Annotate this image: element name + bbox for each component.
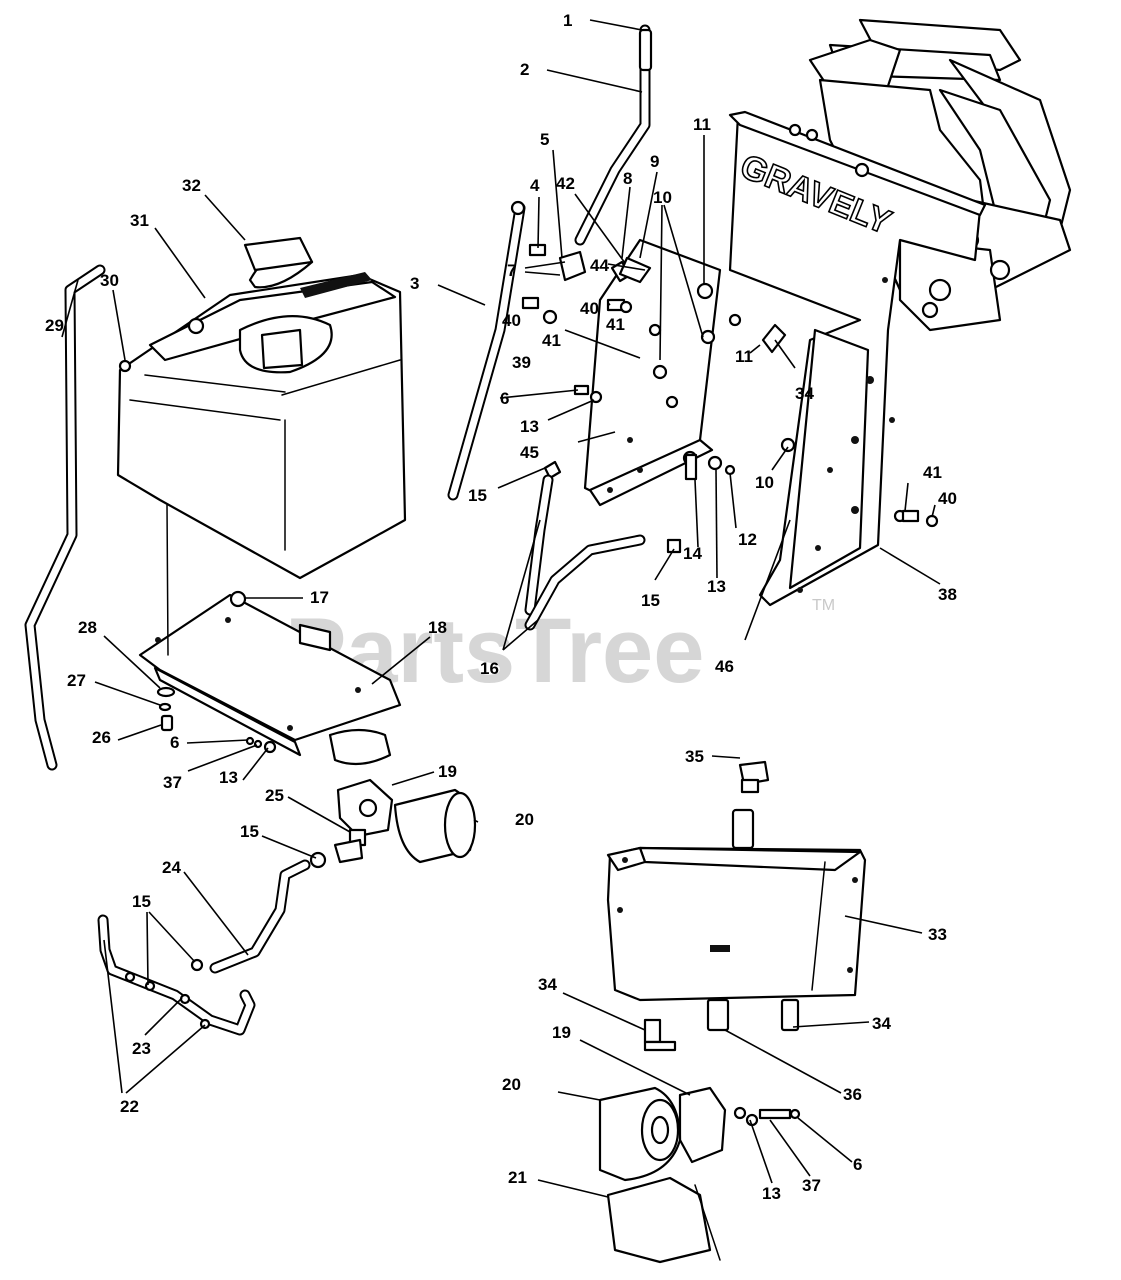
callout-13-left[interactable]: 13 [219, 768, 238, 787]
callout-11-mid[interactable]: 11 [735, 347, 753, 366]
callout-20-right[interactable]: 20 [502, 1075, 521, 1094]
callout-15-lower[interactable]: 15 [132, 892, 151, 911]
callout-10-top[interactable]: 10 [653, 188, 672, 207]
reservoir-fittings [643, 998, 800, 1052]
callout-42[interactable]: 42 [556, 174, 575, 193]
callout-41-upper[interactable]: 41 [606, 315, 625, 334]
callout-13-right[interactable]: 13 [762, 1184, 781, 1203]
callout-14[interactable]: 14 [683, 544, 702, 563]
callout-7[interactable]: 7 [507, 261, 516, 280]
callout-39[interactable]: 39 [512, 353, 531, 372]
callout-40-upper[interactable]: 40 [580, 299, 599, 318]
callout-18[interactable]: 18 [428, 618, 447, 637]
callout-45[interactable]: 45 [520, 443, 539, 462]
filter-assembly-left [309, 778, 477, 869]
callout-44[interactable]: 44 [590, 256, 609, 275]
callout-3[interactable]: 3 [410, 274, 419, 293]
callout-10-mid[interactable]: 10 [755, 473, 774, 492]
callout-21[interactable]: 21 [508, 1168, 527, 1187]
callout-41-right[interactable]: 41 [923, 463, 942, 482]
reservoir [606, 760, 867, 1002]
callout-17[interactable]: 17 [310, 588, 329, 607]
mounting-plate [583, 238, 722, 507]
callout-4[interactable]: 4 [530, 176, 540, 195]
callout-26[interactable]: 26 [92, 728, 111, 747]
callout-29[interactable]: 29 [45, 316, 64, 335]
callout-6-right[interactable]: 6 [853, 1155, 862, 1174]
leader-lines [61, 19, 941, 1198]
callout-16[interactable]: 16 [480, 659, 499, 678]
callout-27[interactable]: 27 [67, 671, 86, 690]
filter-assembly-right [598, 1086, 801, 1264]
callout-34-left[interactable]: 34 [538, 975, 557, 994]
callout-9[interactable]: 9 [650, 152, 659, 171]
callout-22[interactable]: 22 [120, 1097, 139, 1116]
cable [447, 200, 526, 501]
callout-11-top[interactable]: 11 [693, 115, 711, 134]
callouts: 1 2 3 4 5 42 8 9 10 11 32 31 30 29 7 44 … [45, 11, 957, 1203]
callout-46[interactable]: 46 [715, 657, 734, 676]
callout-6-upper[interactable]: 6 [500, 389, 509, 408]
callout-2[interactable]: 2 [520, 60, 529, 79]
callout-34-right[interactable]: 34 [872, 1014, 891, 1033]
callout-15-left[interactable]: 15 [240, 822, 259, 841]
tank-hardware [156, 686, 277, 754]
callout-33[interactable]: 33 [928, 925, 947, 944]
callout-15-mid[interactable]: 15 [641, 591, 660, 610]
callout-6-left[interactable]: 6 [170, 733, 179, 752]
callout-34-upper[interactable]: 34 [795, 384, 814, 403]
callout-19-left[interactable]: 19 [438, 762, 457, 781]
callout-24[interactable]: 24 [162, 858, 181, 877]
plate-hardware [521, 243, 939, 554]
callout-38[interactable]: 38 [938, 585, 957, 604]
callout-1[interactable]: 1 [563, 11, 572, 30]
fuel-tank [116, 236, 407, 580]
vent-hose [24, 264, 132, 771]
callout-25[interactable]: 25 [265, 786, 284, 805]
control-rod [574, 24, 653, 246]
callout-36[interactable]: 36 [843, 1085, 862, 1104]
callout-19-right[interactable]: 19 [552, 1023, 571, 1042]
callout-35[interactable]: 35 [685, 747, 704, 766]
callout-8[interactable]: 8 [623, 169, 632, 188]
fuel-lines-left [97, 859, 311, 1036]
callout-13-upper[interactable]: 13 [520, 417, 539, 436]
callout-30[interactable]: 30 [100, 271, 119, 290]
callout-37-right[interactable]: 37 [802, 1176, 821, 1195]
hoses-16 [524, 474, 646, 631]
callout-20-left[interactable]: 20 [515, 810, 534, 829]
callout-23[interactable]: 23 [132, 1039, 151, 1058]
callout-37-left[interactable]: 37 [163, 773, 182, 792]
callout-40-right[interactable]: 40 [938, 489, 957, 508]
tank-mount-plate [138, 504, 402, 766]
callout-15-upper[interactable]: 15 [468, 486, 487, 505]
callout-31[interactable]: 31 [130, 211, 149, 230]
callout-40-left[interactable]: 40 [502, 311, 521, 330]
watermark-trademark: TM [812, 597, 835, 614]
callout-13-mid[interactable]: 13 [707, 577, 726, 596]
callout-28[interactable]: 28 [78, 618, 97, 637]
control-tower: GRAVELY [728, 110, 987, 607]
callout-41-left[interactable]: 41 [542, 331, 561, 350]
callout-5[interactable]: 5 [540, 130, 549, 149]
callout-12[interactable]: 12 [738, 530, 757, 549]
callout-32[interactable]: 32 [182, 176, 201, 195]
